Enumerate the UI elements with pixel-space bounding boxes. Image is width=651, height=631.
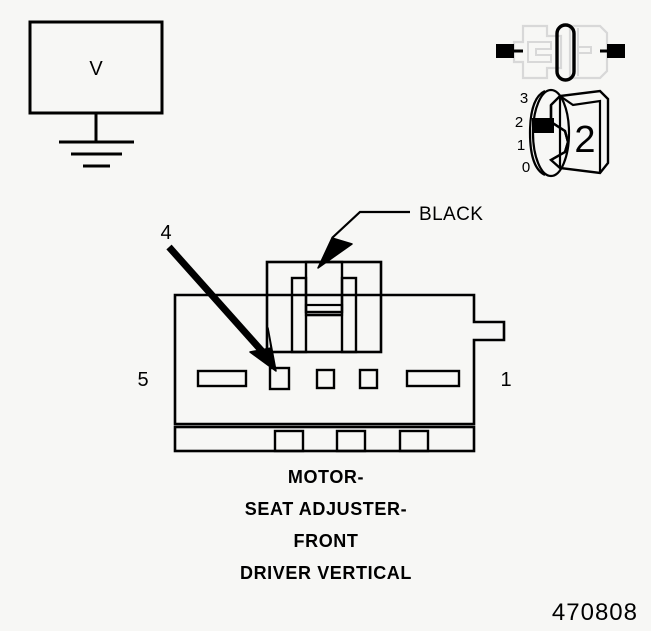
scale-label-3: 3 <box>520 90 528 107</box>
latch-center-block <box>304 260 344 314</box>
latch-outer-frame <box>265 260 383 354</box>
rotary-position-icon: 3 2 1 0 2 <box>515 88 610 178</box>
caption-line-2: SEAT ADJUSTER- <box>245 499 407 519</box>
housing-outline <box>173 293 506 426</box>
bottom-flange <box>173 425 476 453</box>
pin-4-arrowhead <box>249 327 277 372</box>
pin-4-label: 4 <box>160 222 171 244</box>
dial-body-notch <box>549 105 570 162</box>
left-connector-ghost <box>512 24 563 80</box>
black-wire-callout: BLACK <box>317 204 483 269</box>
black-callout-arrowhead <box>317 237 353 269</box>
black-callout-label: BLACK <box>419 204 483 225</box>
voltmeter-symbol: V <box>28 20 164 168</box>
right-terminal-blade <box>607 44 625 58</box>
terminal-cavity-5 <box>196 369 248 388</box>
dial-big-number: 2 <box>574 119 595 161</box>
scale-label-0: 0 <box>522 159 530 176</box>
ground-icon <box>59 140 134 168</box>
caption-line-3: FRONT <box>294 531 359 551</box>
dial-ring-inner <box>528 89 546 177</box>
figure-id-number: 470808 <box>552 599 638 626</box>
scale-label-1: 1 <box>517 137 525 154</box>
voltmeter-label: V <box>89 58 103 80</box>
black-callout-leader <box>331 210 410 239</box>
pin-4-callout: 4 <box>160 222 277 372</box>
terminal-cavity-3 <box>315 368 336 390</box>
latch-center-ledge <box>304 303 344 317</box>
right-connector-slot <box>577 46 592 54</box>
flange-tab-2 <box>335 429 367 453</box>
terminal-cavity-2 <box>358 368 379 390</box>
caption-line-1: MOTOR- <box>288 467 364 487</box>
figure-caption: MOTOR- SEAT ADJUSTER- FRONT DRIVER VERTI… <box>240 467 412 583</box>
left-connector-detail <box>527 41 552 63</box>
dial-body-face <box>559 95 602 173</box>
pin-4-arrow-shaft <box>166 244 271 361</box>
latch-post-right <box>340 276 358 354</box>
flange-tab-1 <box>273 429 305 453</box>
connector-latch <box>265 260 383 354</box>
highlighted-cavity <box>555 23 576 82</box>
latch-post-left <box>290 276 308 354</box>
terminal-cavity-1 <box>405 369 461 388</box>
left-terminal-blade <box>496 44 514 58</box>
terminal-cavity-4 <box>268 366 291 391</box>
scale-label-2: 2 <box>515 114 523 131</box>
flange-tab-3 <box>398 429 430 453</box>
mating-connector-icon <box>496 23 625 82</box>
connector-body <box>173 260 506 453</box>
pin-1-label: 1 <box>500 369 511 391</box>
pin-5-label: 5 <box>137 369 148 391</box>
caption-line-4: DRIVER VERTICAL <box>240 563 412 583</box>
dial-marker <box>532 118 554 133</box>
